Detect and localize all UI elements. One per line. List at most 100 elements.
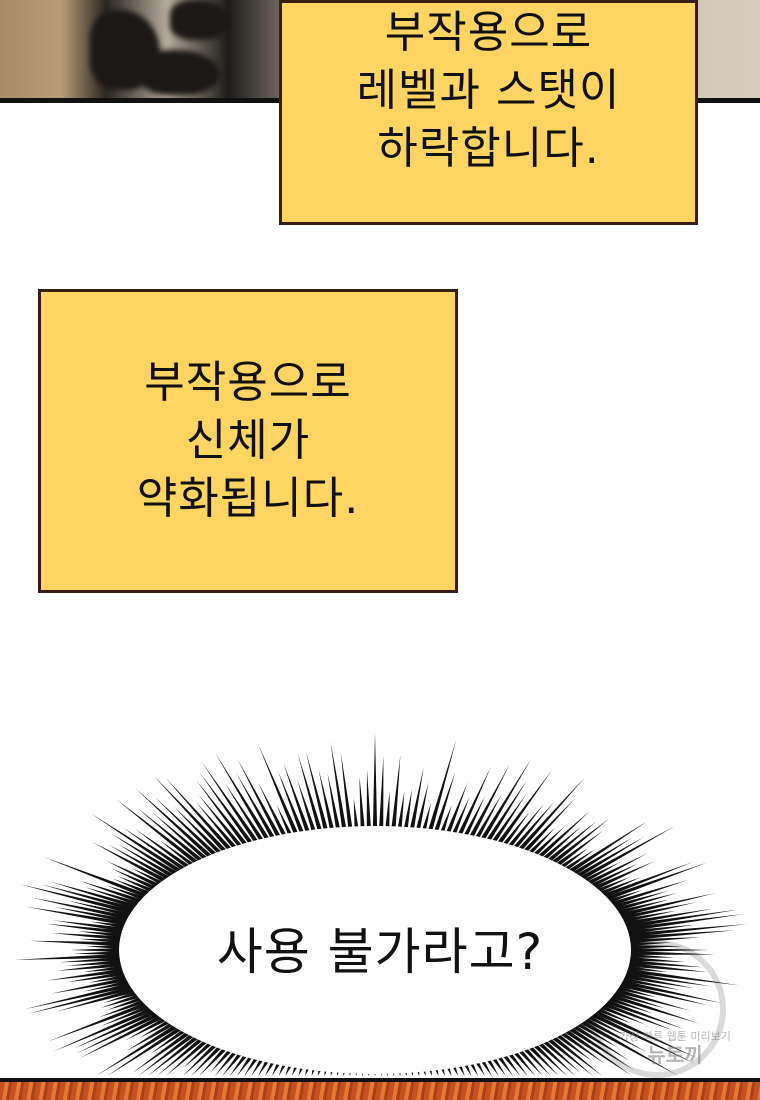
burst-line (598, 1000, 674, 1031)
burst-line (68, 900, 137, 919)
burst-line (199, 1044, 230, 1076)
burst-line (564, 1024, 635, 1071)
burst-line (499, 1050, 521, 1076)
burst-line (378, 755, 384, 833)
burst-line (330, 741, 348, 834)
burst-line (84, 887, 145, 908)
burst-line (472, 794, 502, 843)
burst-line (183, 1038, 216, 1068)
burst-line (600, 862, 708, 903)
burst-line (414, 782, 429, 835)
burst-line (139, 1017, 175, 1038)
burst-line (615, 978, 723, 1004)
burst-line (44, 857, 152, 900)
burst-line (372, 732, 378, 832)
burst-line (199, 772, 256, 848)
burst-line (71, 947, 125, 953)
burst-line (111, 833, 182, 878)
burst-line (135, 788, 216, 862)
burst-line (100, 1002, 155, 1027)
burst-line (564, 821, 648, 876)
burst-line (196, 780, 251, 850)
burst-line (525, 1042, 559, 1076)
burst-line (19, 884, 138, 916)
burst-line (125, 1015, 171, 1041)
burst-line (625, 947, 709, 953)
caption-box-body-weaken: 부작용으로 신체가 약화됩니다. (38, 289, 458, 593)
burst-line (612, 899, 670, 916)
burst-line (560, 849, 596, 874)
burst-line (215, 752, 272, 844)
burst-line (98, 997, 150, 1018)
burst-line (610, 892, 678, 913)
burst-line (494, 769, 553, 848)
burst-line (595, 1002, 646, 1025)
burst-line (52, 920, 129, 933)
burst-line (160, 840, 198, 870)
burst-line (53, 1005, 158, 1052)
burst-line (624, 950, 715, 956)
burst-line (106, 995, 147, 1011)
burst-line (575, 825, 676, 883)
burst-line (613, 981, 710, 1006)
burst-line (50, 976, 133, 994)
burst-line (224, 783, 267, 846)
burst-line (14, 953, 126, 960)
burst-line (461, 796, 485, 841)
burst-line (529, 1040, 568, 1076)
burst-line (126, 1019, 178, 1052)
burst-line (402, 789, 413, 834)
burst-line (78, 931, 128, 938)
burst-line (615, 902, 698, 922)
burst-line (50, 881, 143, 911)
burst-line (603, 890, 643, 905)
burst-line (74, 1007, 161, 1049)
burst-line (603, 995, 654, 1014)
burst-line (297, 779, 318, 836)
burst-line (592, 1005, 632, 1024)
burst-line (214, 1047, 240, 1076)
burst-line (621, 913, 745, 933)
burst-line (115, 799, 202, 868)
burst-line (80, 880, 147, 905)
burst-line (582, 853, 648, 888)
burst-line (174, 806, 225, 858)
burst-line (520, 1044, 551, 1076)
burst-line (582, 1012, 626, 1036)
burst-line (586, 863, 638, 890)
burst-line (444, 782, 468, 838)
burst-line (28, 984, 138, 1014)
burst-line (619, 909, 738, 930)
burst-line (618, 973, 694, 989)
burst-line (607, 989, 666, 1009)
burst-line (283, 763, 312, 837)
burst-bubble (119, 826, 631, 1074)
burst-line (589, 1007, 698, 1059)
burst-line (79, 1012, 168, 1059)
burst-line (483, 779, 528, 846)
burst-line (529, 825, 566, 860)
burst-line (455, 766, 491, 840)
burst-line (568, 837, 633, 878)
burst-line (618, 908, 713, 927)
burst-line (598, 861, 694, 900)
burst-line (438, 804, 452, 837)
burst-line (548, 818, 610, 868)
burst-line (73, 950, 126, 956)
burst-line (560, 1026, 633, 1076)
burst-line (91, 813, 186, 876)
burst-line (86, 944, 126, 950)
burst-line (108, 844, 175, 883)
burst-line (40, 884, 140, 913)
burst-line (612, 984, 657, 998)
burst-line (384, 791, 390, 833)
burst-line (505, 1049, 528, 1076)
burst-line (258, 744, 300, 839)
burst-line (589, 861, 655, 893)
burst-line (153, 775, 230, 856)
burst-line (607, 890, 669, 911)
burst-line (55, 962, 128, 971)
burst-line (353, 798, 360, 833)
burst-line (478, 758, 532, 844)
burst-line (54, 907, 133, 924)
